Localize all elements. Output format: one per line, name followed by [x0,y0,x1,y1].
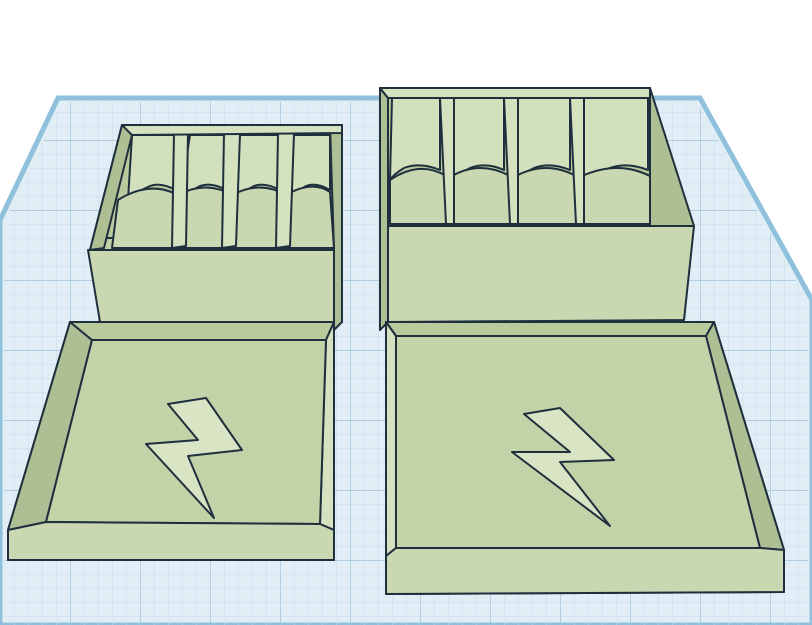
small-lid-floor [45,339,327,525]
large-lid[interactable] [385,321,785,595]
large-box-dividers [439,97,585,225]
large-lid-front-lip [385,547,785,595]
large-box-front-wall [387,225,695,323]
small-lid[interactable] [7,321,335,561]
small-lid-back-inner-wall [69,321,335,341]
small-box-rim [121,124,343,136]
small-box-front-wall [87,249,335,323]
large-box-slots [389,97,649,181]
large-lid-left-inner-wall [385,321,397,557]
large-box-cradles [389,167,651,225]
lightning-bolt-icon [145,397,243,519]
large-battery-box[interactable] [379,87,695,331]
large-box-left-wall [379,87,389,331]
small-battery-box[interactable] [87,124,343,331]
small-box-cradles [111,185,335,249]
lightning-bolt-icon [511,407,615,527]
large-lid-back-inner-wall [385,321,715,337]
small-lid-front-lip [7,521,335,561]
large-box-rim [379,87,651,99]
small-box-slots [127,134,331,201]
